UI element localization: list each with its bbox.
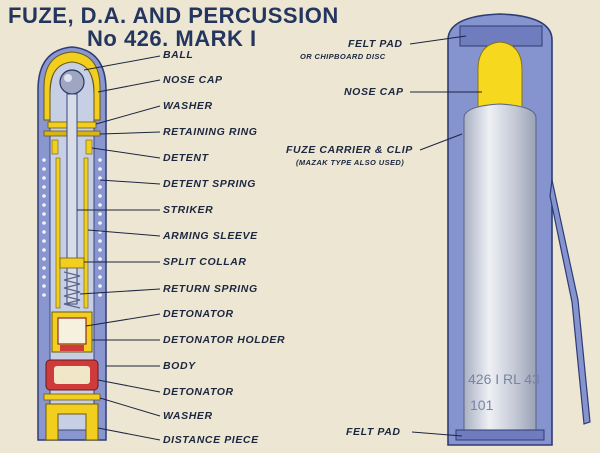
label-detonator-lower: DETONATOR <box>163 386 234 398</box>
spring-coil <box>42 212 46 216</box>
label-ball: BALL <box>163 49 194 61</box>
spring-coil <box>42 293 46 297</box>
label-split-collar: SPLIT COLLAR <box>163 256 247 268</box>
spring-coil <box>98 167 102 171</box>
detent-left <box>51 139 59 155</box>
spring-coil <box>42 230 46 234</box>
carrier-fuze-body <box>463 103 537 431</box>
spring-coil <box>42 176 46 180</box>
felt-pad-bottom <box>455 429 545 441</box>
spring-coil <box>98 257 102 261</box>
spring-coil <box>42 194 46 198</box>
carrier-clip <box>549 179 591 425</box>
spring-coil <box>98 284 102 288</box>
striker <box>66 93 78 305</box>
spring-coil <box>98 176 102 180</box>
label-felt-pad-top: FELT PAD <box>348 38 403 50</box>
spring-coil <box>42 185 46 189</box>
detent-spring <box>42 158 102 297</box>
label-washer: WASHER <box>163 100 213 112</box>
diagram-title-line1: FUZE, D.A. AND PERCUSSION <box>8 3 339 28</box>
spring-coil <box>98 293 102 297</box>
spring-coil <box>42 284 46 288</box>
return-spring <box>63 271 81 309</box>
label-striker: STRIKER <box>163 204 214 216</box>
spring-coil <box>42 167 46 171</box>
label-felt-pad-top-sub: OR CHIPBOARD DISC <box>300 52 386 61</box>
spring-coil <box>98 203 102 207</box>
spring-coil <box>98 158 102 162</box>
spring-coil <box>42 158 46 162</box>
label-body: BODY <box>163 360 196 372</box>
label-arming-sleeve: ARMING SLEEVE <box>163 230 258 242</box>
left-leader-lines <box>77 55 161 441</box>
label-detent: DETENT <box>163 152 209 164</box>
carrier-nose-cap <box>477 41 523 109</box>
detonator-upper <box>57 317 87 345</box>
spring-coil <box>42 275 46 279</box>
ball-highlight <box>64 74 72 82</box>
spring-coil <box>98 239 102 243</box>
spring-coil <box>42 203 46 207</box>
label-nose-cap: NOSE CAP <box>163 74 223 86</box>
spring-coil <box>42 257 46 261</box>
detent-right <box>85 139 93 155</box>
spring-coil <box>98 185 102 189</box>
spring-coil <box>98 194 102 198</box>
spring-coil <box>98 266 102 270</box>
spring-coil <box>42 248 46 252</box>
diagram-title-line2: No 426. MARK I <box>87 26 257 51</box>
detonator-upper-charge <box>60 345 84 351</box>
spring-coil <box>42 239 46 243</box>
label-detonator-holder: DETONATOR HOLDER <box>163 334 286 346</box>
split-collar <box>59 257 85 269</box>
right-leader-lines <box>409 35 482 437</box>
detonator-lower-core <box>54 366 90 384</box>
label-distance-piece: DISTANCE PIECE <box>163 434 259 446</box>
spring-coil <box>98 212 102 216</box>
body-marking-1: 426 I RL 43 <box>468 371 540 387</box>
spring-coil <box>42 221 46 225</box>
spring-coil <box>98 221 102 225</box>
nose-cap <box>43 51 101 121</box>
spring-coil <box>42 266 46 270</box>
label-washer-lower: WASHER <box>163 410 213 422</box>
label-return-spring: RETURN SPRING <box>163 283 258 295</box>
label-carrier-nose-cap: NOSE CAP <box>344 86 404 98</box>
distance-piece <box>45 403 99 441</box>
spring-coil <box>98 248 102 252</box>
spring-coil <box>98 275 102 279</box>
arming-sleeve-left <box>55 157 61 309</box>
label-fuze-carrier-sub: (MAZAK TYPE ALSO USED) <box>296 158 405 167</box>
body-marking-2: 101 <box>470 397 494 413</box>
label-detonator-upper: DETONATOR <box>163 308 234 320</box>
label-detent-spring: DETENT SPRING <box>163 178 256 190</box>
label-fuze-carrier: FUZE CARRIER & CLIP <box>286 144 413 156</box>
label-retaining-ring: RETAINING RING <box>163 126 258 138</box>
arming-sleeve-right <box>83 157 89 309</box>
label-felt-pad-bottom: FELT PAD <box>346 426 401 438</box>
washer-bottom <box>43 393 101 401</box>
